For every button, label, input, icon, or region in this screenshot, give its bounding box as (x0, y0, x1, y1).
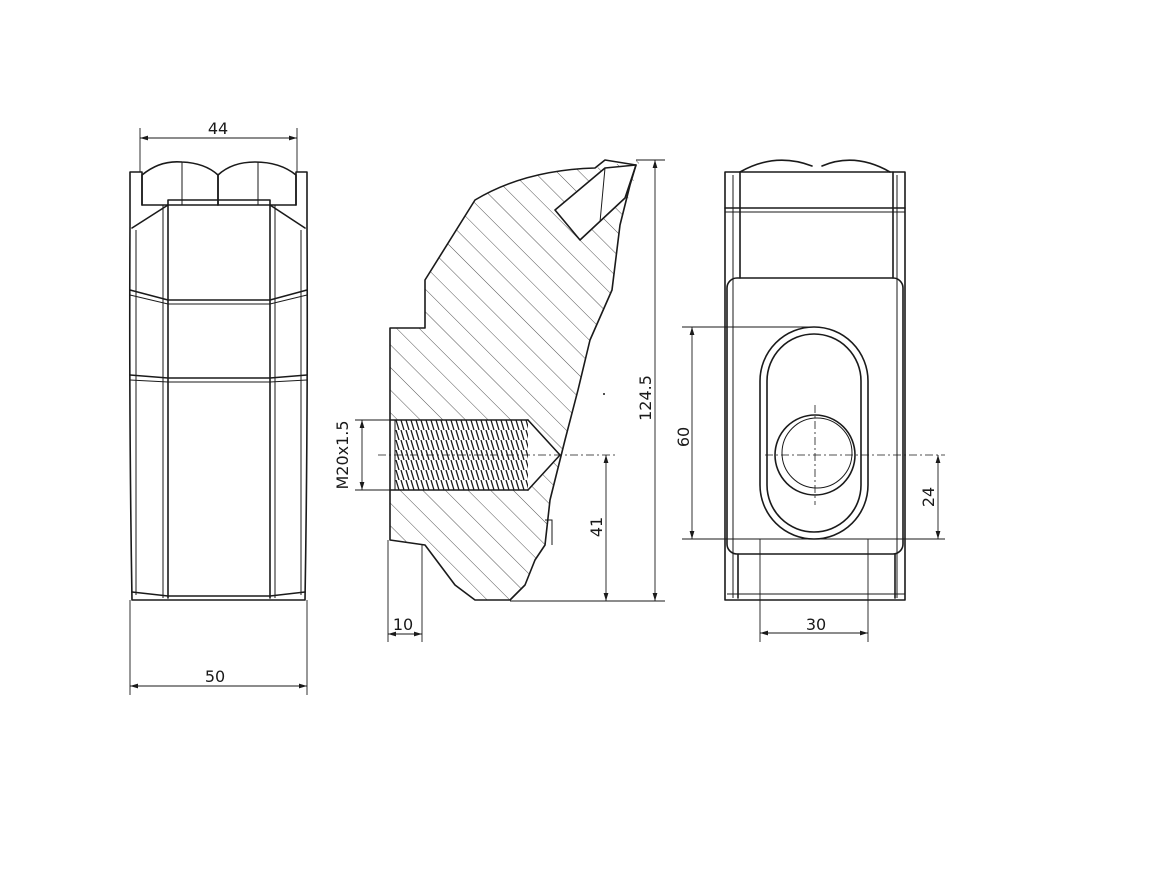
dim-label-30: 30 (806, 615, 826, 634)
dim-label-41: 41 (587, 517, 606, 537)
point-mark (603, 393, 605, 395)
rear-slot-inner (766, 333, 862, 533)
section-view: M20x1.5 10 41 124.5 (333, 159, 665, 642)
base-notch (545, 519, 553, 545)
dim-label-50: 50 (205, 667, 225, 686)
dim-label-24: 24 (919, 487, 938, 507)
section-tip-insert (554, 164, 637, 241)
rear-plate (726, 277, 904, 555)
front-body-outline (128, 171, 309, 601)
front-view: 44 50 (128, 119, 309, 695)
dim-label-44: 44 (208, 119, 228, 138)
rear-body-outline (724, 171, 906, 601)
front-chamfer (131, 204, 306, 229)
front-top-hump-right (217, 161, 297, 206)
dim-label-60: 60 (674, 427, 693, 447)
rear-top-hump-right (821, 159, 891, 173)
front-band-2b (129, 379, 308, 383)
screw-head-outer (774, 414, 856, 496)
dim-label-10: 10 (393, 615, 413, 634)
section-outline (389, 159, 637, 601)
dim-label-124-5: 124.5 (636, 375, 655, 421)
front-top-hump-left (141, 160, 219, 206)
rear-top-hump-left (739, 159, 813, 173)
section-hatching (390, 160, 640, 600)
tip-pocket (555, 165, 636, 240)
dim-label-thread: M20x1.5 (333, 420, 352, 489)
rear-slot-outer (759, 326, 869, 540)
rear-view: 60 24 30 (674, 159, 945, 642)
tip-insert-edge (599, 167, 606, 223)
front-base (131, 591, 306, 597)
screw-head-inner (781, 417, 853, 489)
front-band-1 (129, 289, 308, 301)
front-band-1b (129, 294, 308, 305)
front-band-2 (129, 374, 308, 379)
